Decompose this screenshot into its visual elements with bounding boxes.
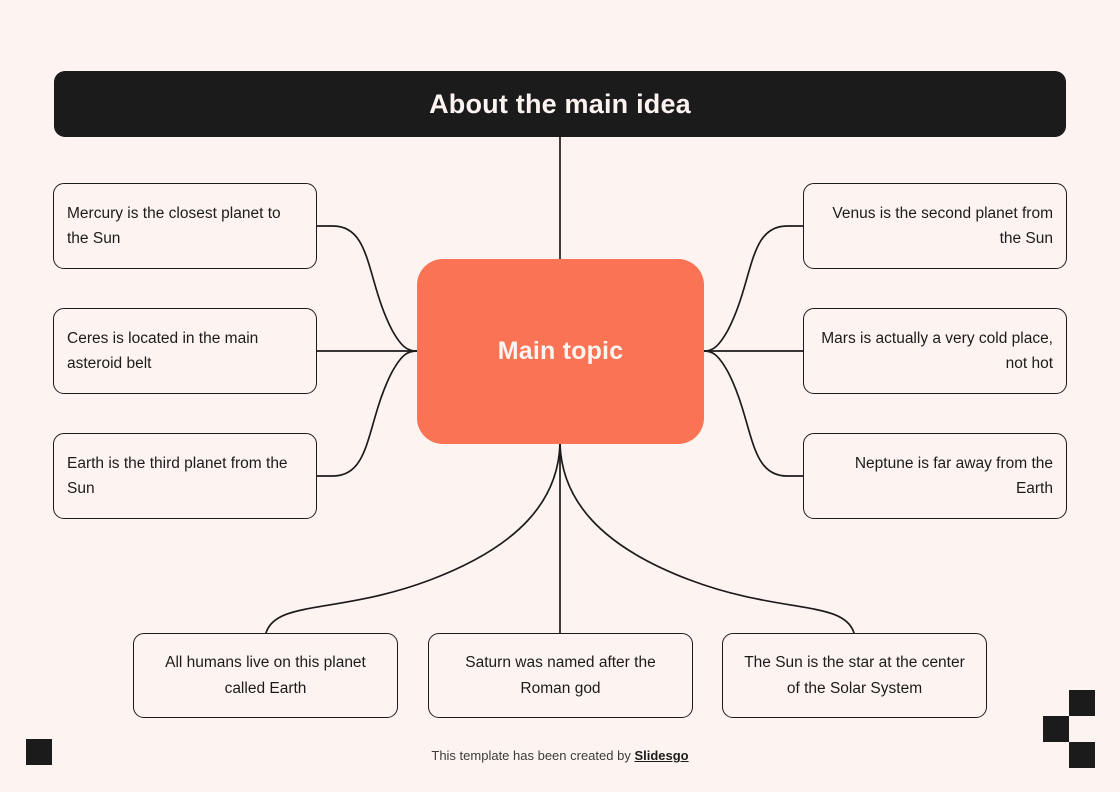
slidesgo-link[interactable]: Slidesgo: [634, 748, 689, 763]
node-mars[interactable]: Mars is actually a very cold place, not …: [803, 308, 1067, 394]
node-neptune-label: Neptune is far away from the Earth: [854, 454, 1053, 497]
node-saturn-label: Saturn was named after the Roman god: [465, 654, 656, 697]
connector-mercury: [316, 225, 418, 352]
title-banner: About the main idea: [54, 71, 1066, 137]
decor-square-middle-left: [1043, 716, 1069, 742]
node-sun-label: The Sun is the star at the center of the…: [744, 654, 965, 697]
connector-venus: [703, 225, 804, 352]
decor-square-top-right: [1069, 690, 1095, 716]
footer-prefix: This template has been created by: [431, 748, 635, 763]
node-mars-label: Mars is actually a very cold place, not …: [821, 329, 1053, 372]
footer-credit: This template has been created by Slides…: [0, 748, 1120, 763]
connector-earth: [316, 350, 418, 477]
node-sun[interactable]: The Sun is the star at the center of the…: [722, 633, 987, 718]
connector-neptune: [703, 350, 804, 477]
node-mercury-label: Mercury is the closest planet to the Sun: [67, 204, 281, 247]
node-venus-label: Venus is the second planet from the Sun: [832, 204, 1053, 247]
node-ceres[interactable]: Ceres is located in the main asteroid be…: [53, 308, 317, 394]
center-node-label: Main topic: [497, 337, 624, 365]
node-humans-label: All humans live on this planet called Ea…: [165, 654, 366, 697]
node-neptune[interactable]: Neptune is far away from the Earth: [803, 433, 1067, 519]
decor-square-bottom-right: [1069, 742, 1095, 768]
node-earth[interactable]: Earth is the third planet from the Sun: [53, 433, 317, 519]
node-earth-label: Earth is the third planet from the Sun: [67, 454, 288, 497]
node-ceres-label: Ceres is located in the main asteroid be…: [67, 329, 259, 372]
node-venus[interactable]: Venus is the second planet from the Sun: [803, 183, 1067, 269]
node-humans[interactable]: All humans live on this planet called Ea…: [133, 633, 398, 718]
center-node[interactable]: Main topic: [417, 259, 704, 444]
node-mercury[interactable]: Mercury is the closest planet to the Sun: [53, 183, 317, 269]
decor-square-bottom-left: [26, 739, 52, 765]
node-saturn[interactable]: Saturn was named after the Roman god: [428, 633, 693, 718]
page-title: About the main idea: [429, 88, 691, 119]
